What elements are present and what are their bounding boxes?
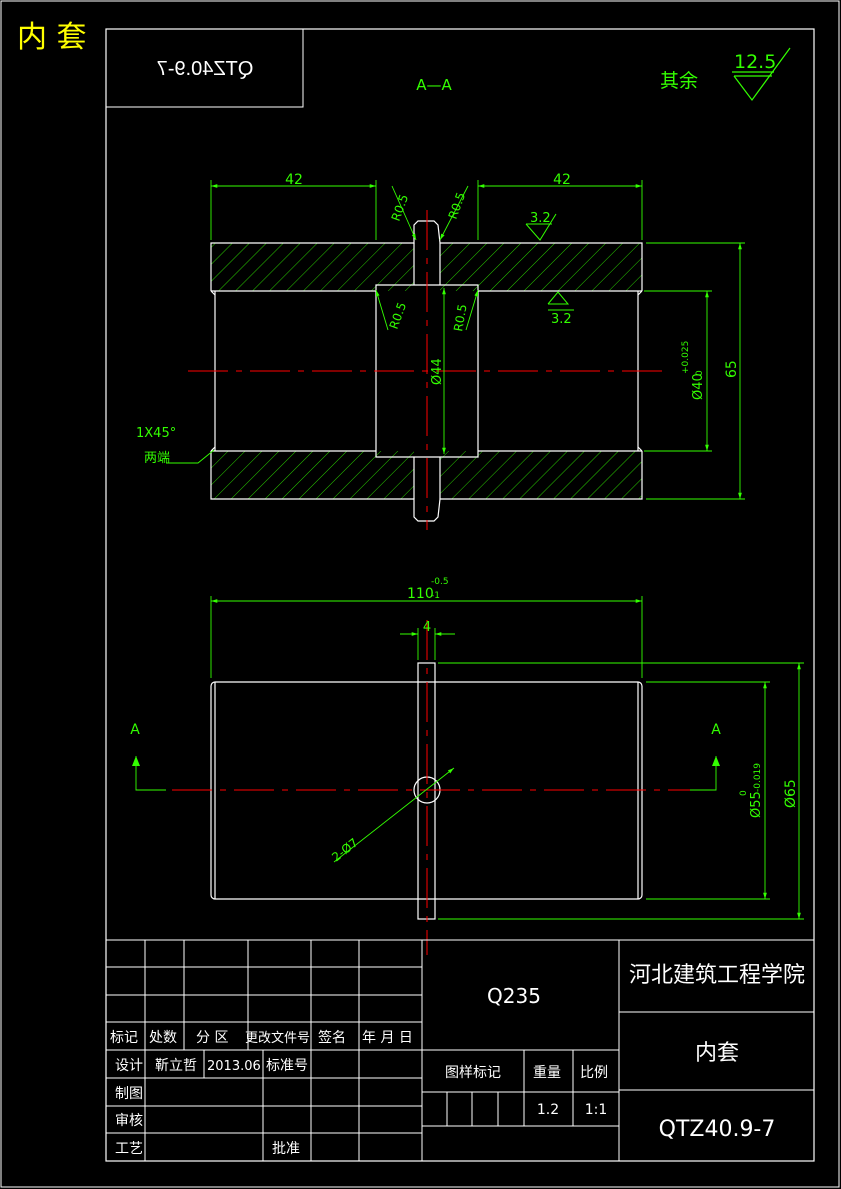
radius-3: R0.5 [387,300,410,331]
tb-approve: 批准 [272,1141,300,1157]
inner-frame [105,28,815,1162]
roughness-outer: 3.2 [530,211,551,226]
bore-dia: Ø40 [691,373,706,400]
tb-col-sign: 签名 [318,1029,346,1046]
section-view: 42 42 R0.5 R0.5 R0.5 R0.5 3.2 3.2 Ø44 Ø4… [136,172,745,530]
groove-dia: Ø44 [430,358,445,385]
chamfer-note-2: 两端 [144,451,170,466]
radius-1: R0.5 [389,192,412,223]
tb-col-zone: 分 区 [196,1030,228,1046]
corner-title: 内 套 [17,20,87,55]
section-label: A—A [416,76,452,94]
tb-design-date: 2013.06 [207,1059,261,1074]
tb-material: Q235 [487,984,541,1008]
tb-row-draw: 制图 [115,1086,143,1102]
tb-row-design: 设计 [115,1058,143,1074]
hatch-top-right [440,243,642,291]
bore-tol-lower: 0 [695,370,705,376]
shaft-tol-upper: 0 [739,790,749,796]
tb-weight: 1.2 [537,1102,559,1118]
hole-note: 2-Ø7 [329,835,361,864]
tb-col-date: 年 月 日 [362,1030,413,1046]
hatch-top-left [211,243,414,291]
section-marker-right: A [711,722,721,738]
radius-4: R0.5 [451,303,470,332]
radius-2: R0.5 [446,190,469,221]
roughness-symbol-general [732,47,791,102]
total-length: 110 [407,586,434,602]
tb-school: 河北建筑工程学院 [629,963,805,988]
shaft-tol-lower: -0.019 [753,763,763,792]
dim-left-length: 42 [285,172,303,188]
tb-row-review: 审核 [115,1113,143,1129]
tb-col-change-doc: 更改文件号 [245,1031,310,1046]
tb-col-mark: 标记 [110,1030,138,1046]
shaft-dia: Ø55 [749,791,764,818]
hatch-bottom-right [440,451,642,499]
tb-weight-label: 重量 [533,1065,561,1081]
roughness-note: 其余 [660,70,698,92]
tb-col-count: 处数 [149,1030,177,1046]
outer-dia: Ø65 [783,779,799,808]
tb-drawing-no: QTZ40.9-7 [659,1117,776,1142]
tb-standard-no: 标准号 [266,1058,308,1074]
total-length-tol-upper: -0.5 [431,577,449,587]
section-marker-left: A [130,722,140,738]
total-length-tol-lower: -1 [431,591,440,601]
outer-height: 65 [724,360,740,378]
drawing-code-mirrored: QTZ40.9-7 [157,58,254,80]
title-block [106,939,814,1161]
chamfer-note: 1X45° [136,426,176,441]
tb-row-process: 工艺 [115,1141,143,1157]
elevation-view: 110 -0.5 -1 4 A A 2-Ø7 Ø55 0 -0.019 Ø65 [130,577,804,955]
dim-right-length: 42 [553,172,571,188]
bore-tol-upper: +0.025 [681,341,691,374]
tb-part-name: 内套 [695,1041,739,1066]
tb-scale-label: 比例 [580,1065,608,1081]
roughness-inner: 3.2 [551,312,572,327]
hatch-bottom-left [211,451,414,499]
tb-designer: 靳立哲 [155,1058,197,1074]
roughness-value: 12.5 [734,51,776,73]
slot-width: 4 [423,620,431,635]
tb-scale: 1:1 [585,1102,608,1118]
drawing-code-box [105,28,304,108]
tb-stage-mark: 图样标记 [445,1065,501,1081]
